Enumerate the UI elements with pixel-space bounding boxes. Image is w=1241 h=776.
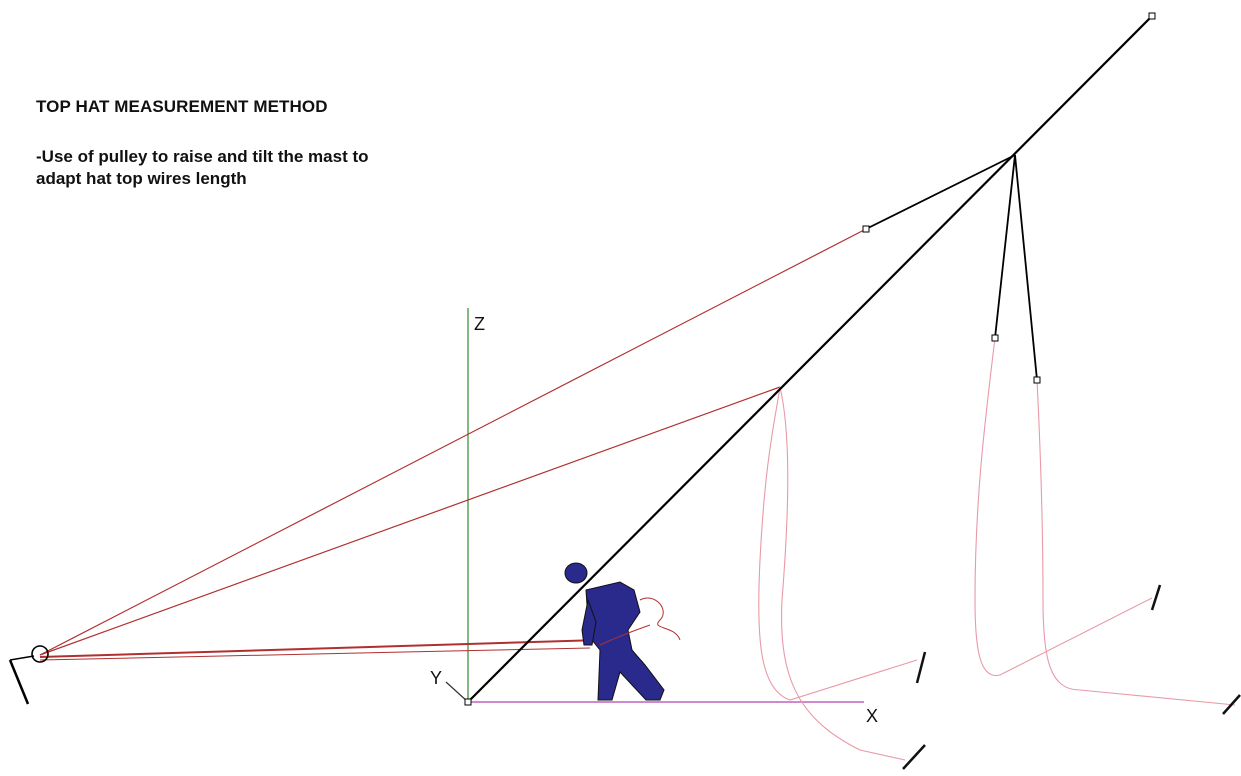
x-axis-label: X [866,706,878,726]
pulley-rope [39,639,601,658]
z-axis-label: Z [474,314,485,334]
slack-wire-a [758,386,918,701]
node-hat-right [1033,376,1041,384]
ground-stakes [902,584,1241,770]
guy-lines [39,228,867,661]
mast-line [467,15,1153,703]
node-base [464,698,472,706]
y-axis-label: Y [430,668,442,688]
description-line-2: adapt hat top wires length [36,169,247,188]
worker-body [585,581,665,701]
slack-wire-d [1036,379,1236,706]
stake-2 [1150,584,1162,611]
mast [467,15,1153,703]
node-top [1148,12,1156,20]
pulley-rope-lower [39,647,591,661]
y-axis [445,681,469,703]
worker-arm [581,598,597,646]
pulley-wheel [31,645,49,663]
rope-in-hand [599,597,681,646]
stake-1 [915,651,927,684]
hat-wire-1 [865,154,1016,230]
rope-tail [639,597,681,641]
stake-3 [1222,694,1241,715]
diagram-title: TOP HAT MEASUREMENT METHOD [36,97,328,116]
hat-wire-2 [994,154,1016,339]
stake-4 [902,744,926,770]
node-hat-mid [991,334,999,342]
description-line-1: -Use of pulley to raise and tilt the mas… [36,147,369,166]
slack-wires [758,337,1236,761]
rope-loop [599,624,651,646]
worker-figure-icon [564,562,665,701]
hat-wire-3 [1014,154,1038,381]
diagram-description: -Use of pulley to raise and tilt the mas… [36,146,556,190]
slack-wire-c [974,337,1153,677]
guy-line-top [39,228,867,656]
node-markers [464,12,1156,706]
node-hat-left [862,225,870,233]
pulley-arm [9,655,35,661]
pulley-stake [8,659,30,705]
worker-head [564,562,588,584]
guy-line-mid [39,386,781,656]
slack-wire-b [779,386,906,761]
pulley-icon [8,645,49,705]
